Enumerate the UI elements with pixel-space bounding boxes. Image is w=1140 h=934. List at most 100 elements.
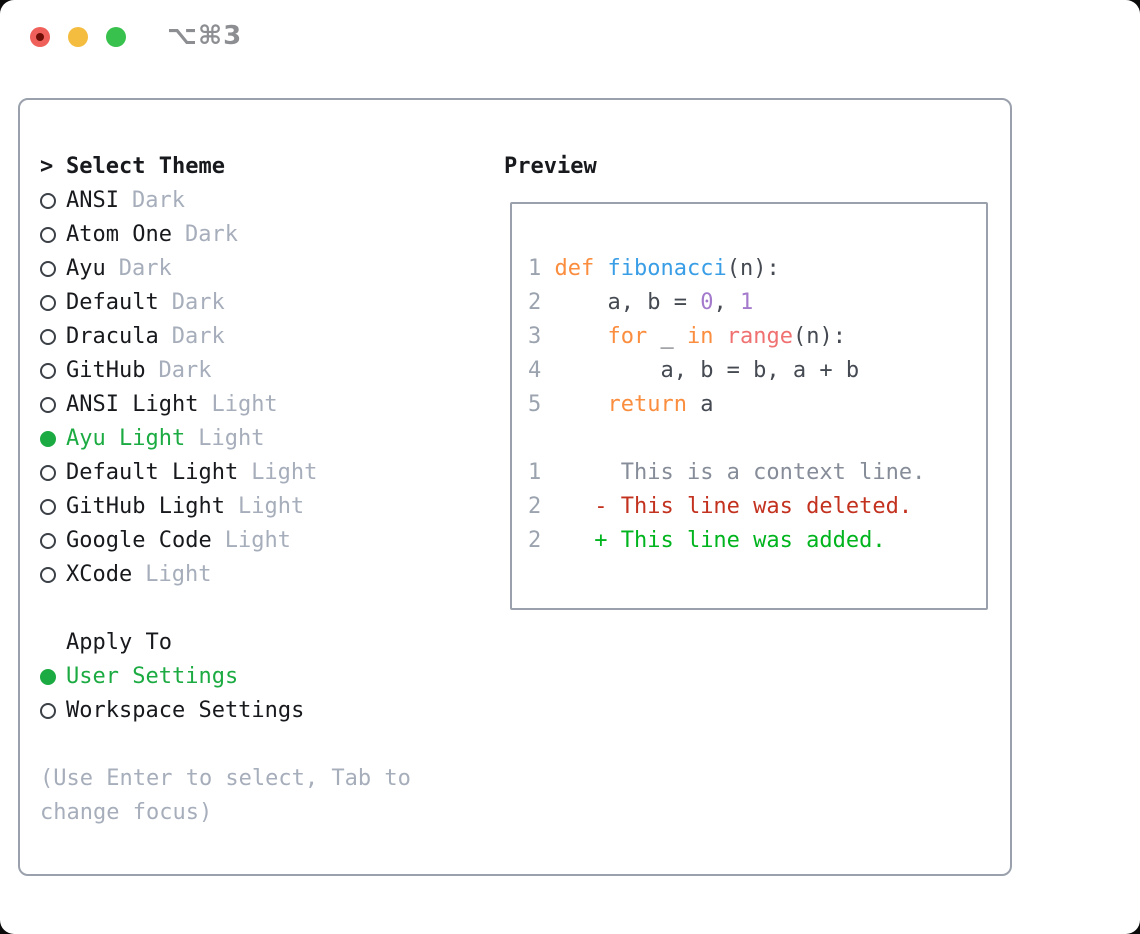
code-line: 1 This is a context line. <box>528 456 986 490</box>
apply-option-label: Workspace Settings <box>66 698 305 723</box>
code-segment-ln: 4 <box>528 358 542 383</box>
close-button-icon[interactable] <box>30 27 50 47</box>
code-segment-code <box>541 324 607 349</box>
code-segment-kw: return <box>607 392 687 417</box>
theme-item-github[interactable]: GitHub Dark <box>40 354 490 388</box>
theme-item-name: Default Light <box>66 460 239 485</box>
code-segment-code <box>594 256 607 281</box>
theme-item-variant: Light <box>237 494 305 519</box>
theme-item-ayu-light[interactable]: Ayu Light Light <box>40 422 490 456</box>
theme-item-name: ANSI Light <box>66 392 199 417</box>
code-segment-del: - This line was deleted. <box>541 494 913 519</box>
zoom-button-icon[interactable] <box>106 27 126 47</box>
theme-item-variant: Light <box>211 392 278 417</box>
traffic-lights <box>30 27 126 47</box>
code-line <box>528 422 986 456</box>
theme-item-variant: Light <box>224 528 291 553</box>
theme-item-default-light[interactable]: Default Light Light <box>40 456 490 490</box>
apply-option-workspace-settings[interactable]: Workspace Settings <box>40 694 490 728</box>
radio-icon <box>40 499 66 515</box>
code-line: 3 for _ in range(n): <box>528 320 986 354</box>
theme-item-name: ANSI <box>66 188 119 213</box>
code-segment-fn: fibonacci <box>607 256 727 281</box>
theme-item-variant: Dark <box>158 358 212 383</box>
radio-icon <box>40 329 66 345</box>
theme-item-variant: Dark <box>118 256 172 281</box>
radio-selected-icon <box>40 669 66 685</box>
code-line: 1 def fibonacci(n): <box>528 252 986 286</box>
code-segment-code <box>713 324 726 349</box>
code-segment-ln: 2 <box>528 494 542 519</box>
theme-item-github-light[interactable]: GitHub Light Light <box>40 490 490 524</box>
preview-header: Preview <box>504 154 597 179</box>
code-segment-code: (n): <box>726 256 780 281</box>
code-segment-ln: 3 <box>528 324 542 349</box>
theme-item-name: XCode <box>66 562 133 587</box>
spacer <box>40 728 490 762</box>
radio-icon <box>40 261 66 277</box>
radio-icon <box>40 397 66 413</box>
code-segment-ln: 2 <box>528 290 542 315</box>
select-theme-header-label: Select Theme <box>66 154 225 179</box>
code-segment-ctx: This is a context line. <box>541 460 926 485</box>
code-segment-lit: 1 <box>739 290 754 315</box>
theme-item-name: Google Code <box>66 528 212 553</box>
theme-item-variant: Dark <box>171 324 225 349</box>
minimize-button-icon[interactable] <box>68 27 88 47</box>
theme-item-name: GitHub Light <box>66 494 225 519</box>
apply-option-label: User Settings <box>66 664 239 689</box>
theme-item-variant: Light <box>198 426 265 451</box>
code-segment-ln: 1 <box>528 256 542 281</box>
radio-icon <box>40 465 66 481</box>
theme-item-name: GitHub <box>66 358 146 383</box>
code-segment-kw: def <box>554 256 595 281</box>
code-segment-code <box>541 256 554 281</box>
code-line: 5 return a <box>528 388 986 422</box>
radio-icon <box>40 567 66 583</box>
code-segment-code: a, b = b, a + b <box>541 358 860 383</box>
code-line: 2 + This line was added. <box>528 524 986 558</box>
theme-item-variant: Light <box>251 460 318 485</box>
code-segment-ln: 5 <box>528 392 542 417</box>
hint-text-line-2: change focus) <box>40 800 213 825</box>
code-segment-add: + This line was added. <box>541 528 886 553</box>
code-segment-code: a <box>686 392 714 417</box>
apply-to-header-label: Apply To <box>66 630 172 655</box>
code-segment-lit: 0 <box>700 290 714 315</box>
code-segment-code <box>541 392 607 417</box>
selection-pointer-icon: > <box>40 154 54 179</box>
radio-icon <box>40 533 66 549</box>
theme-item-name: Atom One <box>66 222 172 247</box>
code-segment-code: a, b = <box>541 290 701 315</box>
radio-selected-icon <box>40 431 66 447</box>
theme-item-name: Ayu Light <box>66 426 186 451</box>
radio-icon <box>40 363 66 379</box>
code-segment-code: _ <box>647 324 687 349</box>
theme-item-name: Dracula <box>66 324 159 349</box>
theme-item-dracula[interactable]: Dracula Dark <box>40 320 490 354</box>
code-segment-ln: 1 <box>528 460 542 485</box>
hint-text-line-1: (Use Enter to select, Tab to <box>40 766 411 791</box>
window-title: ⌥⌘3 <box>167 21 243 51</box>
apply-to-header: Apply To <box>40 626 490 660</box>
code-segment-kw: for <box>607 324 648 349</box>
code-segment-ln: 2 <box>528 528 542 553</box>
theme-item-google-code[interactable]: Google Code Light <box>40 524 490 558</box>
code-line: 2 - This line was deleted. <box>528 490 986 524</box>
theme-item-name: Default <box>66 290 159 315</box>
code-line: 2 a, b = 0, 1 <box>528 286 986 320</box>
apply-option-user-settings[interactable]: User Settings <box>40 660 490 694</box>
radio-icon <box>40 703 66 719</box>
theme-item-ansi-light[interactable]: ANSI Light Light <box>40 388 490 422</box>
